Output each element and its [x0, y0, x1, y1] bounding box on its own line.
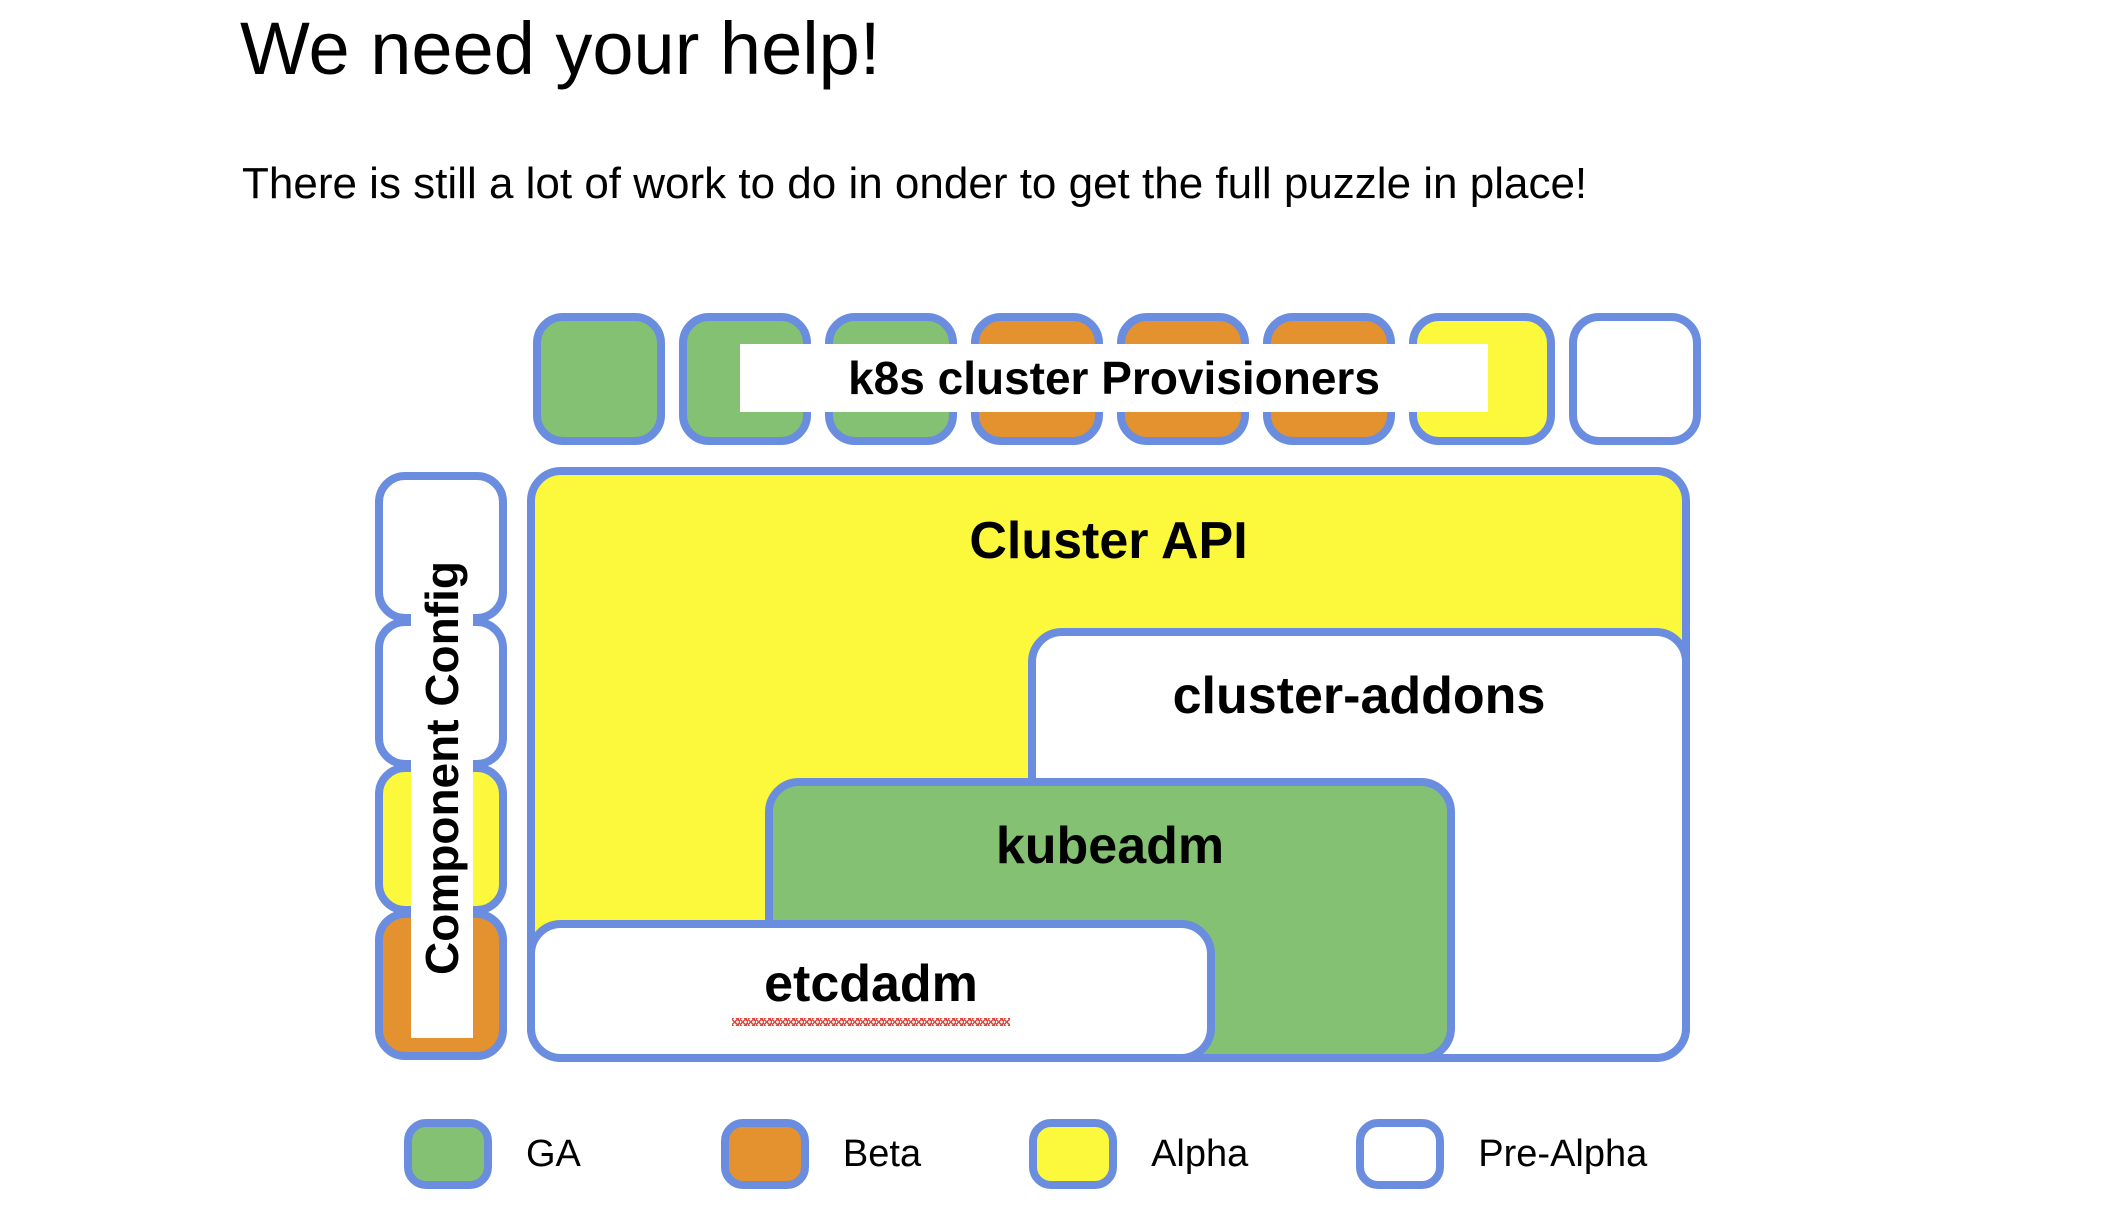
page-subtitle: There is still a lot of work to do in on…	[242, 159, 1588, 208]
page-title: We need your help!	[240, 7, 881, 90]
legend-item-prealpha: Pre-Alpha	[1356, 1118, 1647, 1190]
provisioner-tile-1[interactable]	[533, 313, 665, 445]
legend: GA Beta Alpha Pre-Alpha	[404, 1118, 1647, 1190]
legend-item-ga: GA	[404, 1118, 581, 1190]
legend-label-ga: GA	[526, 1132, 581, 1175]
legend-item-alpha: Alpha	[1029, 1118, 1248, 1190]
cluster-api-label: Cluster API	[969, 512, 1248, 570]
provisioner-tile-8[interactable]	[1569, 313, 1701, 445]
legend-swatch-prealpha	[1356, 1119, 1445, 1189]
legend-label-alpha: Alpha	[1151, 1132, 1249, 1175]
etcdadm-box[interactable]: etcdadm	[527, 920, 1215, 1062]
provisioner-strip-label: k8s cluster Provisioners	[740, 344, 1488, 412]
legend-label-prealpha: Pre-Alpha	[1478, 1132, 1648, 1175]
legend-label-beta: Beta	[842, 1132, 922, 1175]
etcdadm-label: etcdadm	[535, 954, 1207, 1026]
legend-swatch-alpha	[1029, 1119, 1118, 1189]
etcdadm-label-text: etcdadm	[732, 955, 1010, 1026]
kubeadm-label: kubeadm	[995, 817, 1225, 875]
legend-swatch-beta	[720, 1119, 809, 1189]
legend-swatch-ga	[404, 1119, 492, 1189]
component-config-label-text: Component Config	[416, 561, 469, 975]
component-config-label: Component Config	[411, 498, 473, 1038]
cluster-addons-label: cluster-addons	[1172, 667, 1546, 725]
legend-item-beta: Beta	[720, 1118, 922, 1190]
